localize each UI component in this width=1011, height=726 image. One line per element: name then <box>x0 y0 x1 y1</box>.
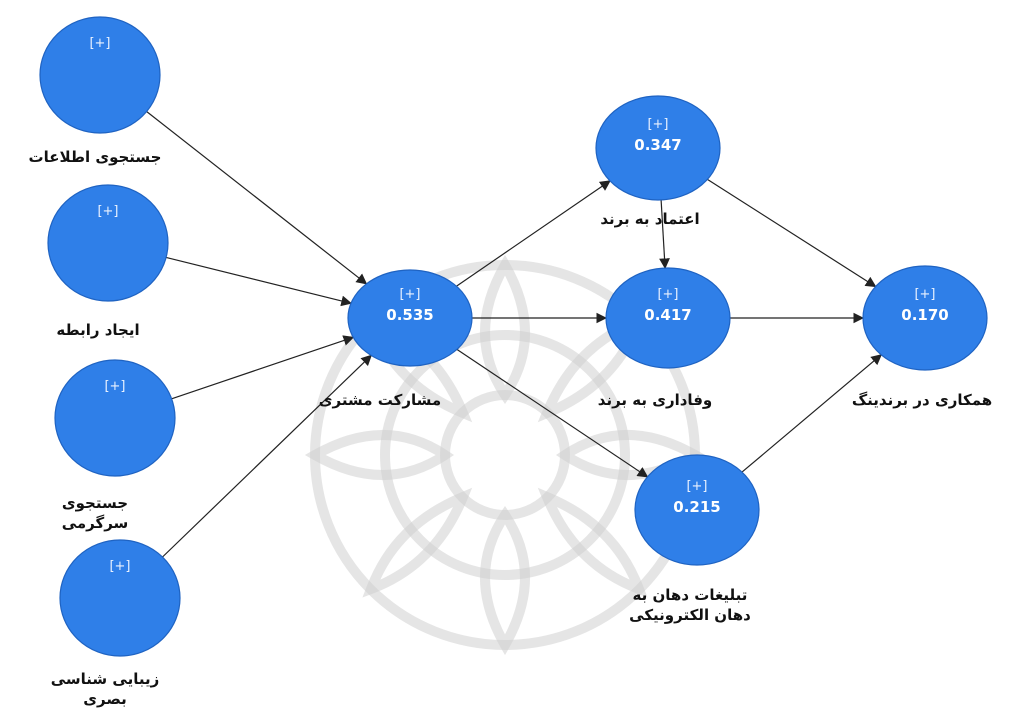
edge-aesthetics-to-engagement <box>162 354 372 558</box>
expand-toggle[interactable]: [+] <box>104 379 125 394</box>
expand-toggle[interactable]: [+] <box>89 36 110 51</box>
node-label: اعتماد به برند <box>600 210 699 228</box>
expand-toggle[interactable]: [+] <box>97 204 118 219</box>
edge-relationship-to-engagement <box>165 256 353 307</box>
node-trust[interactable]: [+] 0.347 اعتماد به برند <box>595 95 721 228</box>
edge-trust-to-cocreation <box>707 178 877 288</box>
r-squared-value: 0.347 <box>634 136 681 154</box>
r-squared-value: 0.417 <box>644 306 691 324</box>
node-aesthetics[interactable]: [+] زیبایی شناسی بصری <box>51 539 181 708</box>
node-ellipse[interactable] <box>634 454 760 566</box>
edge-entertainment-to-engagement <box>171 335 355 400</box>
r-squared-value: 0.535 <box>386 306 433 324</box>
expand-toggle[interactable]: [+] <box>647 117 668 132</box>
node-ellipse[interactable] <box>347 269 473 367</box>
node-label: جستجوی <box>62 494 128 512</box>
nodes-layer: [+] جستجوی اطلاعات [+] ایجاد رابطه [+] جستجوی… <box>29 16 992 708</box>
node-ellipse[interactable] <box>595 95 721 201</box>
node-loyalty[interactable]: [+] 0.417 وفاداری به برند <box>598 267 731 409</box>
edge-info_search-to-engagement <box>146 111 368 285</box>
node-cocreation[interactable]: [+] 0.170 همکاری در برندینگ <box>852 265 992 409</box>
node-label: بصری <box>83 690 127 708</box>
node-label: دهان الکترونیکی <box>629 606 751 624</box>
node-label: جستجوی اطلاعات <box>29 148 162 166</box>
node-label: مشارکت مشتری <box>319 391 441 409</box>
node-engagement[interactable]: [+] 0.535 مشارکت مشتری <box>319 269 473 409</box>
node-ellipse[interactable] <box>605 267 731 369</box>
r-squared-value: 0.215 <box>673 498 720 516</box>
node-info_search[interactable]: [+] جستجوی اطلاعات <box>29 16 162 166</box>
node-relationship[interactable]: [+] ایجاد رابطه <box>47 184 169 339</box>
r-squared-value: 0.170 <box>901 306 948 324</box>
edge-engagement-to-trust <box>456 180 611 287</box>
node-label: همکاری در برندینگ <box>852 391 992 409</box>
edge-engagement-to-ewom <box>456 348 649 478</box>
node-ellipse[interactable] <box>54 359 176 477</box>
node-label: تبلیغات دهان به <box>633 586 748 604</box>
expand-toggle[interactable]: [+] <box>399 287 420 302</box>
node-label: وفاداری به برند <box>598 391 712 409</box>
node-entertainment[interactable]: [+] جستجوی سرگرمی <box>54 359 176 532</box>
edge-trust-to-loyalty <box>659 199 670 270</box>
node-label: سرگرمی <box>62 514 129 532</box>
node-ellipse[interactable] <box>39 16 161 134</box>
edges-layer <box>146 111 883 558</box>
edge-ewom-to-cocreation <box>741 354 883 473</box>
node-label: ایجاد رابطه <box>56 321 139 339</box>
node-ellipse[interactable] <box>47 184 169 302</box>
node-ewom[interactable]: [+] 0.215 تبلیغات دهان به دهان الکترونیکی <box>629 454 760 624</box>
expand-toggle[interactable]: [+] <box>914 287 935 302</box>
expand-toggle[interactable]: [+] <box>686 479 707 494</box>
expand-toggle[interactable]: [+] <box>109 559 130 574</box>
expand-toggle[interactable]: [+] <box>657 287 678 302</box>
node-ellipse[interactable] <box>862 265 988 371</box>
node-label: زیبایی شناسی <box>51 670 160 688</box>
node-ellipse[interactable] <box>59 539 181 657</box>
